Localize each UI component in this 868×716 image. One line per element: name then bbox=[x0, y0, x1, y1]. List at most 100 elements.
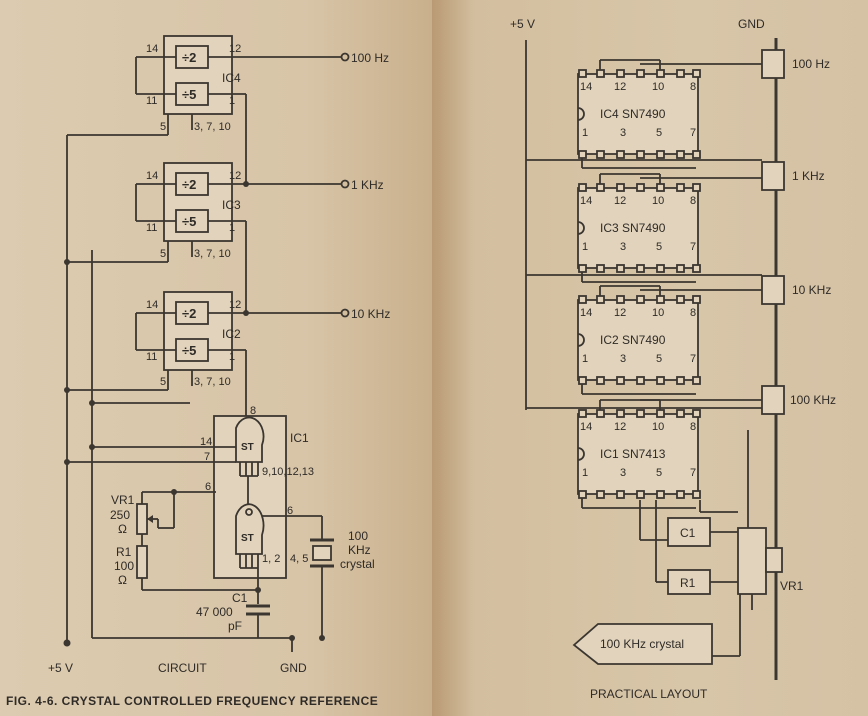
ic-layout-4-top-pin bbox=[676, 409, 685, 418]
ic2-pin12-label: 12 bbox=[229, 299, 241, 311]
ic-layout-3-bottom-pin bbox=[676, 376, 685, 385]
ic-layout-4-pin-p3: 3 bbox=[620, 467, 626, 479]
ic-layout-2-top-pin bbox=[616, 183, 625, 192]
gnd-label-left: GND bbox=[280, 661, 307, 675]
ic1-pins-9-10-12-13: 9,10,12,13 bbox=[262, 466, 314, 478]
ic-layout-1-bottom-pin bbox=[596, 150, 605, 159]
ic-layout-1-pin-p10: 10 bbox=[652, 81, 664, 93]
crystal-layout bbox=[572, 623, 713, 665]
ic4-pin11-label: 11 bbox=[146, 95, 157, 107]
ic-layout-1-pin-p5: 5 bbox=[656, 127, 662, 139]
ic4-div5-label: ÷5 bbox=[182, 87, 196, 102]
r1-unit: Ω bbox=[118, 573, 127, 587]
ic-layout-2-top-pin bbox=[676, 183, 685, 192]
ic-layout-1-top-pin bbox=[578, 69, 587, 78]
ic4-pin12-label: 12 bbox=[229, 43, 241, 55]
ic2-pin14-label: 14 bbox=[146, 299, 158, 311]
ic-layout-1-name: IC4 SN7490 bbox=[600, 107, 666, 121]
ic-layout-1-top-pin bbox=[656, 69, 665, 78]
ic2-gnd-pins-label: 3, 7, 10 bbox=[194, 376, 231, 388]
ic-layout-2-pin-p10: 10 bbox=[652, 195, 664, 207]
ic-layout-3-body bbox=[577, 299, 699, 381]
c1-label: C1 bbox=[232, 591, 248, 605]
tab-10khz bbox=[761, 275, 785, 305]
ic-layout-3-pin-p3: 3 bbox=[620, 353, 626, 365]
ic-layout-2-bottom-pin bbox=[676, 264, 685, 273]
ic-layout-3-pin-p5: 5 bbox=[656, 353, 662, 365]
ic-layout-3-bottom-pin bbox=[616, 376, 625, 385]
crystal-line3: crystal bbox=[340, 557, 375, 571]
ic-layout-2-body bbox=[577, 187, 699, 269]
ic-layout-2-bottom-pin bbox=[656, 264, 665, 273]
ic-layout-4-bottom-pin bbox=[616, 490, 625, 499]
circuit-schematic: 14 11 12 1 5 3, 7, 10 ÷2 ÷5 IC4 100 Hz 1… bbox=[6, 35, 390, 708]
ic-layout-1-pin-p14: 14 bbox=[580, 81, 592, 93]
schmitt-gate-1 bbox=[235, 416, 265, 463]
ic-layout-2-pin-p1: 1 bbox=[582, 241, 588, 253]
ic1-name: IC1 bbox=[290, 431, 309, 445]
ic-layout-2-notch bbox=[577, 221, 585, 235]
ic-layout-1-pin-p3: 3 bbox=[620, 127, 626, 139]
ic-layout-3-pin-p14: 14 bbox=[580, 307, 592, 319]
ic-layout-4-bottom-pin bbox=[596, 490, 605, 499]
ic-layout-3-bottom-pin bbox=[596, 376, 605, 385]
ic-layout-4-notch bbox=[577, 447, 585, 461]
gnd-label-right: GND bbox=[738, 17, 765, 31]
ic4-pin14-label: 14 bbox=[146, 43, 158, 55]
right-output-100hz: 100 Hz bbox=[792, 57, 830, 71]
ic-layout-4-top-pin bbox=[692, 409, 701, 418]
vr1-value: 250 bbox=[110, 508, 130, 522]
c1-layout-label: C1 bbox=[680, 526, 696, 540]
figure-caption: FIG. 4-6. CRYSTAL CONTROLLED FREQUENCY R… bbox=[6, 694, 378, 708]
ic-layout-4-pin-p14: 14 bbox=[580, 421, 592, 433]
ic-layout-3-pin-p7: 7 bbox=[690, 353, 696, 365]
ic-layout-4-bottom-pin bbox=[676, 490, 685, 499]
ic1-pin6a-label: 6 bbox=[205, 481, 211, 493]
circuit-title: CIRCUIT bbox=[158, 661, 207, 675]
ic-layout-3-pin-p1: 1 bbox=[582, 353, 588, 365]
ic-layout-4-pin-p1: 1 bbox=[582, 467, 588, 479]
ic1-pin14-label: 14 bbox=[200, 436, 212, 448]
ic-layout-1-top-pin bbox=[692, 69, 701, 78]
ic-layout-2-pin-p12: 12 bbox=[614, 195, 626, 207]
ic-layout-2-pin-p8: 8 bbox=[690, 195, 696, 207]
supply-terminal bbox=[63, 639, 71, 647]
vr1-layout bbox=[737, 527, 767, 595]
ic-layout-4-pin-p7: 7 bbox=[690, 467, 696, 479]
ic-layout-3-top-pin bbox=[692, 295, 701, 304]
gate2-label: ST bbox=[241, 533, 254, 544]
ic-layout-3-top-pin bbox=[676, 295, 685, 304]
ic1-pins-1-2: 1, 2 bbox=[262, 553, 280, 565]
ic-layout-4-top-pin bbox=[578, 409, 587, 418]
ic-layout-4-top-pin bbox=[636, 409, 645, 418]
right-output-100khz: 100 KHz bbox=[790, 393, 836, 407]
ic3-pin14-label: 14 bbox=[146, 170, 158, 182]
ic-layout-2-pin-p3: 3 bbox=[620, 241, 626, 253]
c1-value: 47 000 bbox=[196, 605, 233, 619]
ic-layout-1-bottom-pin bbox=[692, 150, 701, 159]
r1-label: R1 bbox=[116, 545, 132, 559]
ic2-pin11-label: 11 bbox=[146, 351, 157, 363]
ic1-pin8-label: 8 bbox=[250, 405, 256, 417]
tab-100hz bbox=[761, 49, 785, 79]
supply-label-left: +5 V bbox=[48, 661, 73, 675]
schmitt-gate-2 bbox=[235, 503, 265, 555]
ic2-div5-label: ÷5 bbox=[182, 343, 196, 358]
ic1-pins-4-5: 4, 5 bbox=[290, 553, 308, 565]
tab-1khz bbox=[761, 161, 785, 191]
ic-layout-2-pin-p7: 7 bbox=[690, 241, 696, 253]
crystal-layout-label: 100 KHz crystal bbox=[600, 637, 684, 651]
ic2-div2-label: ÷2 bbox=[182, 306, 196, 321]
ic2-name: IC2 bbox=[222, 327, 241, 341]
ic-layout-4-pin-p5: 5 bbox=[656, 467, 662, 479]
ic-layout-2-bottom-pin bbox=[636, 264, 645, 273]
ground-node bbox=[289, 635, 295, 641]
tab-100khz bbox=[761, 385, 785, 415]
ic-layout-2-top-pin bbox=[636, 183, 645, 192]
output-10khz-label: 10 KHz bbox=[351, 307, 390, 321]
ic-layout-3-pin-p8: 8 bbox=[690, 307, 696, 319]
ic-layout-4-name: IC1 SN7413 bbox=[600, 447, 666, 461]
output-1khz-label: 1 KHz bbox=[351, 178, 384, 192]
ic-layout-1-pin-p7: 7 bbox=[690, 127, 696, 139]
